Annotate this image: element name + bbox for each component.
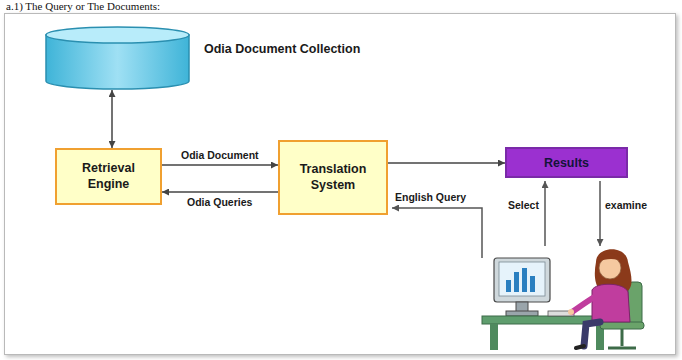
english-query-line [392, 208, 482, 258]
node-label: Odia Document Collection [204, 42, 360, 56]
flow-label: examine [604, 199, 648, 211]
database-cylinder: Odia Document Collection [45, 26, 190, 90]
node-label: Results [544, 156, 589, 170]
node-label: Retrieval Engine [63, 161, 154, 192]
edge-label: Odia Queries [186, 196, 253, 208]
flow-label: Select [507, 199, 540, 211]
process-box: Retrieval Engine [55, 148, 162, 205]
flow-arrow [162, 164, 278, 166]
flow-arrow [162, 191, 278, 193]
cylinder-outline [45, 26, 190, 90]
result-box: Results [505, 147, 628, 178]
figure-title: a.1) The Query or The Documents: [6, 0, 160, 12]
flow-label: English Query [394, 191, 467, 203]
process-box: Translation System [278, 140, 388, 215]
flow-arrow [388, 162, 505, 164]
flow-arrow [111, 90, 113, 148]
examine-line [599, 181, 601, 246]
node-label: Translation System [286, 162, 380, 193]
select-line [544, 181, 546, 246]
edge-label: Odia Document [180, 149, 260, 161]
